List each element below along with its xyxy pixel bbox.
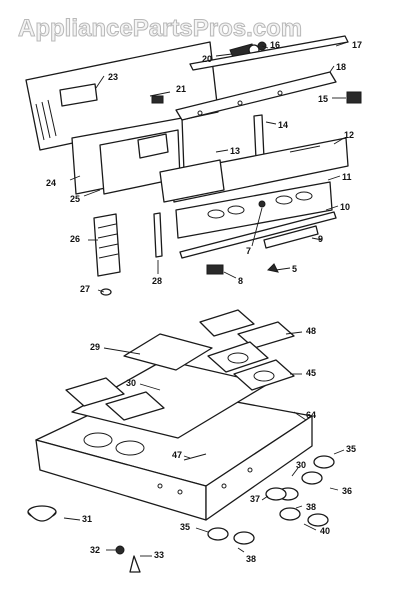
- callout-21: 21: [176, 84, 186, 94]
- vent-panel: [93, 213, 121, 277]
- callout-labels: 23 20 16 17 18 21 15 14 12 13 11 10 9 7 …: [46, 40, 362, 564]
- callout-48: 48: [306, 326, 316, 336]
- callout-13: 13: [230, 146, 240, 156]
- burner-tube: [183, 453, 207, 461]
- control-knobs: [207, 455, 335, 545]
- lower-trim: [263, 225, 319, 249]
- burner-bowl: [27, 505, 57, 522]
- callout-26: 26: [70, 234, 80, 244]
- callout-47: 47: [172, 450, 182, 460]
- griddle-cover: [123, 333, 213, 371]
- callout-7: 7: [246, 246, 251, 256]
- callout-17: 17: [352, 40, 362, 50]
- callout-24: 24: [46, 178, 56, 188]
- display-panel: [159, 159, 225, 203]
- callout-31: 31: [82, 514, 92, 524]
- callout-18: 18: [336, 62, 346, 72]
- callout-35-upper: 35: [346, 444, 356, 454]
- bracket: [253, 114, 265, 160]
- pointer-part: [129, 555, 141, 573]
- callout-25: 25: [70, 194, 80, 204]
- callout-16: 16: [270, 40, 280, 50]
- callout-23: 23: [108, 72, 118, 82]
- callout-8: 8: [238, 276, 243, 286]
- callout-38-lower: 38: [246, 554, 256, 564]
- callout-27: 27: [80, 284, 90, 294]
- callout-20: 20: [202, 54, 212, 64]
- back-panel: [25, 41, 219, 151]
- console-panel: [175, 181, 333, 239]
- burner-grate-48: [199, 309, 295, 349]
- callout-45: 45: [306, 368, 316, 378]
- spring-clip: [266, 263, 279, 273]
- watermark-text: AppliancePartsPros.com: [18, 15, 302, 42]
- callout-38-upper: 38: [306, 502, 316, 512]
- small-knob-part: [115, 545, 125, 555]
- callout-30-lower: 30: [296, 460, 306, 470]
- callout-64: 64: [306, 410, 316, 420]
- leader-lines: [63, 41, 349, 557]
- grommet: [100, 288, 112, 296]
- burner-grate-45: [207, 341, 295, 391]
- trim-strip: [179, 211, 337, 259]
- callout-5: 5: [292, 264, 297, 274]
- callout-32: 32: [90, 545, 100, 555]
- manifold-rail: [175, 71, 337, 121]
- block-part: [346, 91, 362, 104]
- callout-36: 36: [342, 486, 352, 496]
- clip-part: [151, 95, 164, 104]
- callout-40: 40: [320, 526, 330, 536]
- callout-14: 14: [278, 120, 288, 130]
- callout-28: 28: [152, 276, 162, 286]
- callout-15: 15: [318, 94, 328, 104]
- callout-11: 11: [342, 172, 352, 182]
- callout-37: 37: [250, 494, 260, 504]
- callout-33: 33: [154, 550, 164, 560]
- callout-9: 9: [318, 234, 323, 244]
- callout-10: 10: [340, 202, 350, 212]
- callout-12: 12: [344, 130, 354, 140]
- callout-30-upper: 30: [126, 378, 136, 388]
- callout-35-lower: 35: [180, 522, 190, 532]
- callout-29: 29: [90, 342, 100, 352]
- rod: [153, 212, 163, 258]
- burner-grate-30: [65, 377, 165, 421]
- terminal-block: [206, 264, 224, 275]
